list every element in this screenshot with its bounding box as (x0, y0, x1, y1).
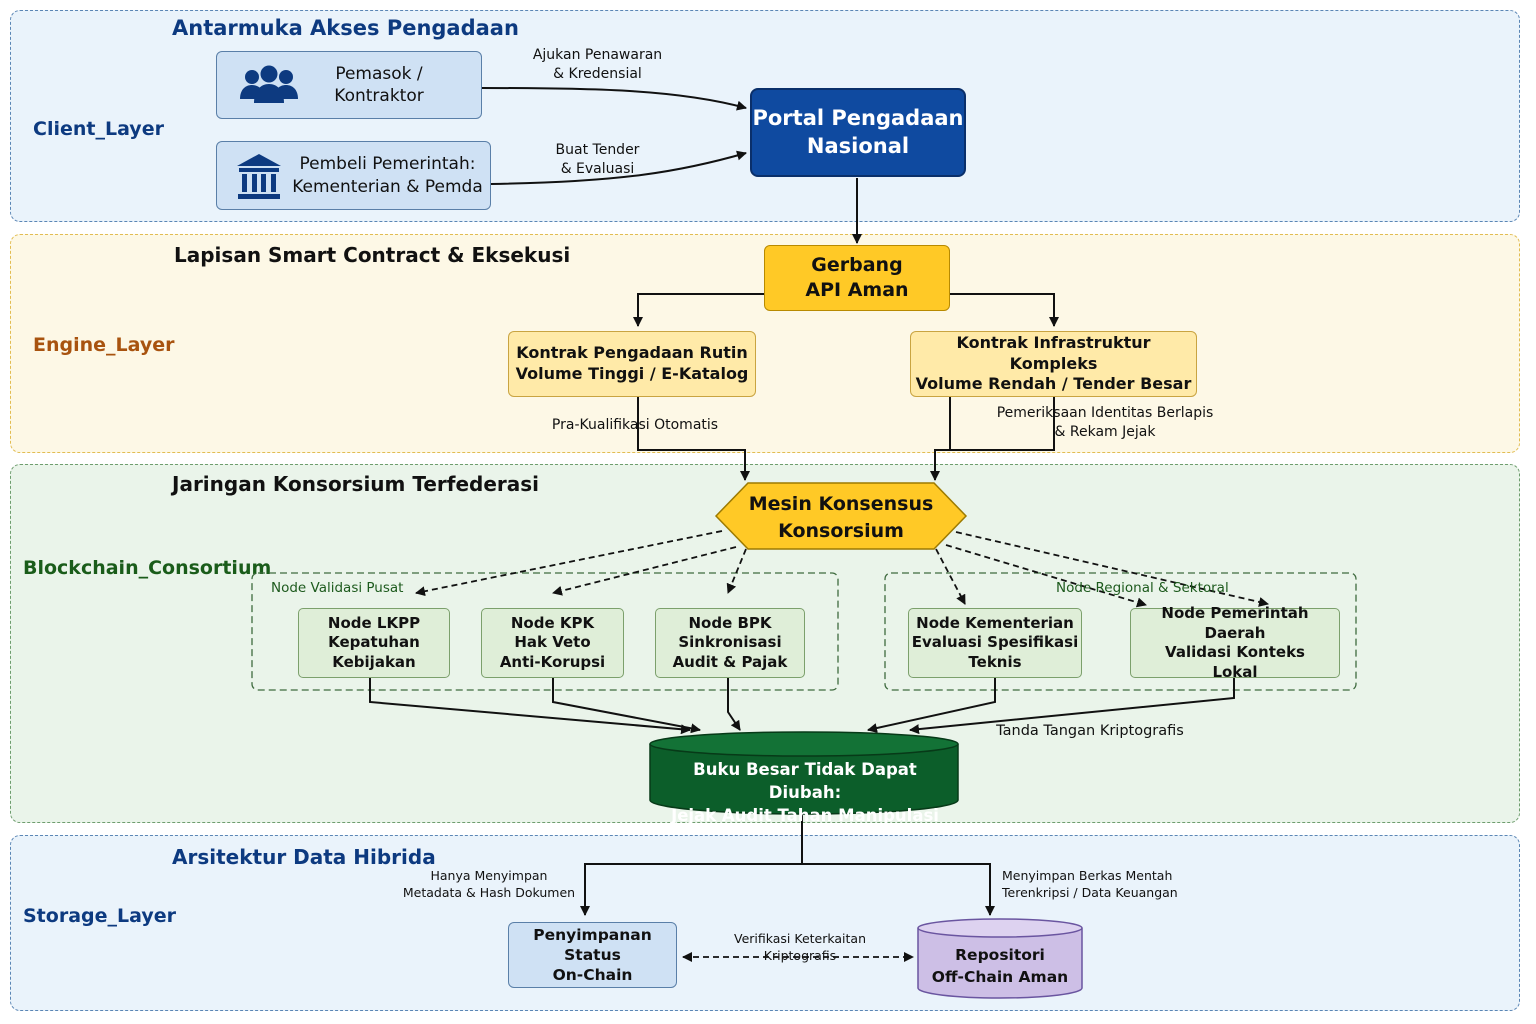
supplier-box[interactable]: Pemasok / Kontraktor (216, 51, 482, 119)
edge-supplier-portal (481, 87, 747, 111)
chain-band-title: Jaringan Konsorsium Terfederasi (172, 472, 540, 496)
consensus-engine-shape (714, 482, 968, 550)
onchain-state-storage[interactable]: Penyimpanan Status On-Chain (508, 922, 677, 988)
engine-layer-label: Engine_Layer (33, 334, 175, 356)
secure-api-gateway[interactable]: Gerbang API Aman (764, 245, 950, 311)
buyer-box[interactable]: Pembeli Pemerintah: Kementerian & Pemda (216, 141, 491, 210)
regional-cluster-frame (884, 572, 1357, 691)
edge-buyer-portal (490, 150, 747, 185)
edge-ledger-onchain (580, 863, 802, 916)
complex-contract-box[interactable]: Kontrak Infrastruktur Kompleks Volume Re… (910, 331, 1197, 397)
supplier-label: Pemasok / Kontraktor (334, 63, 424, 106)
regional-cluster-label: Node Regional & Sektoral (1056, 580, 1229, 596)
edge-bpk-ledger (727, 678, 741, 731)
edge-label-onchain: Hanya Menyimpan Metadata & Hash Dokumen (402, 868, 576, 900)
government-building-icon (235, 152, 283, 208)
node-kpk-label: Node KPK Hak Veto Anti-Korupsi (499, 613, 606, 671)
edge-consensus-lkpp (415, 530, 723, 597)
node-pemerintah-daerah[interactable]: Node Pemerintah Daerah Validasi Konteks … (1130, 604, 1340, 681)
edge-pemda-ledger (909, 678, 1235, 735)
buyer-label: Pembeli Pemerintah: Kementerian & Pemda (292, 154, 483, 197)
node-lkpp[interactable]: Node LKPP Kepatuhan Kebijakan (298, 608, 450, 678)
gateway-label: Gerbang API Aman (805, 254, 909, 301)
edge-label-link: Verifikasi Keterkaitan Kriptografis (733, 931, 867, 963)
edge-label-offchain: Menyimpan Berkas Mentah Terenkripsi / Da… (1002, 868, 1178, 900)
node-kpk[interactable]: Node KPK Hak Veto Anti-Korupsi (481, 608, 624, 678)
national-procurement-portal[interactable]: Portal Pengadaan Nasional (750, 88, 966, 177)
offchain-cylinder (917, 918, 1083, 999)
storage-band-title: Arsitektur Data Hibrida (172, 845, 436, 869)
node-kementerian[interactable]: Node Kementerian Evaluasi Spesifikasi Te… (908, 608, 1082, 678)
central-cluster-label: Node Validasi Pusat (271, 580, 404, 596)
edge-gateway-complex (950, 293, 1059, 327)
node-bpk-label: Node BPK Sinkronisasi Audit & Pajak (672, 613, 788, 671)
node-bpk[interactable]: Node BPK Sinkronisasi Audit & Pajak (655, 608, 805, 678)
node-lkpp-label: Node LKPP Kepatuhan Kebijakan (327, 613, 421, 671)
edge-consensus-pemda (955, 531, 1269, 607)
users-icon (237, 65, 301, 113)
edge-kementerian-ledger (867, 678, 996, 733)
edge-consensus-kementerian (935, 548, 966, 605)
edge-label-complex: Pemeriksaan Identitas Berlapis & Rekam J… (996, 405, 1214, 440)
edge-label-signature: Tanda Tangan Kriptografis (996, 723, 1184, 739)
edge-consensus-regional (945, 544, 1147, 608)
edge-label-buyer: Buat Tender & Evaluasi (555, 142, 640, 177)
edge-kpk-ledger (552, 678, 701, 734)
edge-ledger-offchain (802, 863, 995, 916)
routine-contract-label: Kontrak Pengadaan Rutin Volume Tinggi / … (515, 343, 749, 383)
onchain-label: Penyimpanan Status On-Chain (533, 925, 652, 985)
chain-layer-label: Blockchain_Consortium (23, 557, 272, 579)
client-band-title: Antarmuka Akses Pengadaan (172, 16, 519, 40)
storage-layer-label: Storage_Layer (23, 905, 176, 927)
edge-lkpp-ledger (369, 678, 691, 735)
edge-complex-consensus (930, 449, 950, 481)
edge-label-supplier: Ajukan Penawaran & Kredensial (532, 47, 663, 82)
portal-label: Portal Pengadaan Nasional (752, 106, 964, 158)
node-pemda-label: Node Pemerintah Daerah Validasi Konteks … (1161, 604, 1309, 681)
edge-complex-loop (949, 397, 1055, 451)
node-kementerian-label: Node Kementerian Evaluasi Spesifikasi Te… (911, 613, 1079, 671)
consensus-label: Mesin Konsensus Konsorsium (748, 493, 934, 542)
central-cluster-frame (251, 572, 839, 691)
edge-routine-consensus (637, 397, 750, 481)
ledger-label: Buku Besar Tidak Dapat Diubah: Jejak Aud… (671, 760, 939, 826)
client-layer-label: Client_Layer (33, 118, 164, 140)
edge-consensus-bpk (726, 548, 747, 594)
ledger-cylinder (649, 731, 959, 815)
routine-contract-box[interactable]: Kontrak Pengadaan Rutin Volume Tinggi / … (508, 331, 756, 397)
complex-contract-label: Kontrak Infrastruktur Kompleks Volume Re… (915, 332, 1192, 394)
offchain-label: Repositori Off-Chain Aman (931, 946, 1069, 986)
edge-gateway-routine (633, 293, 764, 327)
edge-consensus-kpk (552, 546, 737, 596)
engine-band-title: Lapisan Smart Contract & Eksekusi (174, 243, 571, 267)
edge-label-routine: Pra-Kualifikasi Otomatis (551, 417, 719, 433)
